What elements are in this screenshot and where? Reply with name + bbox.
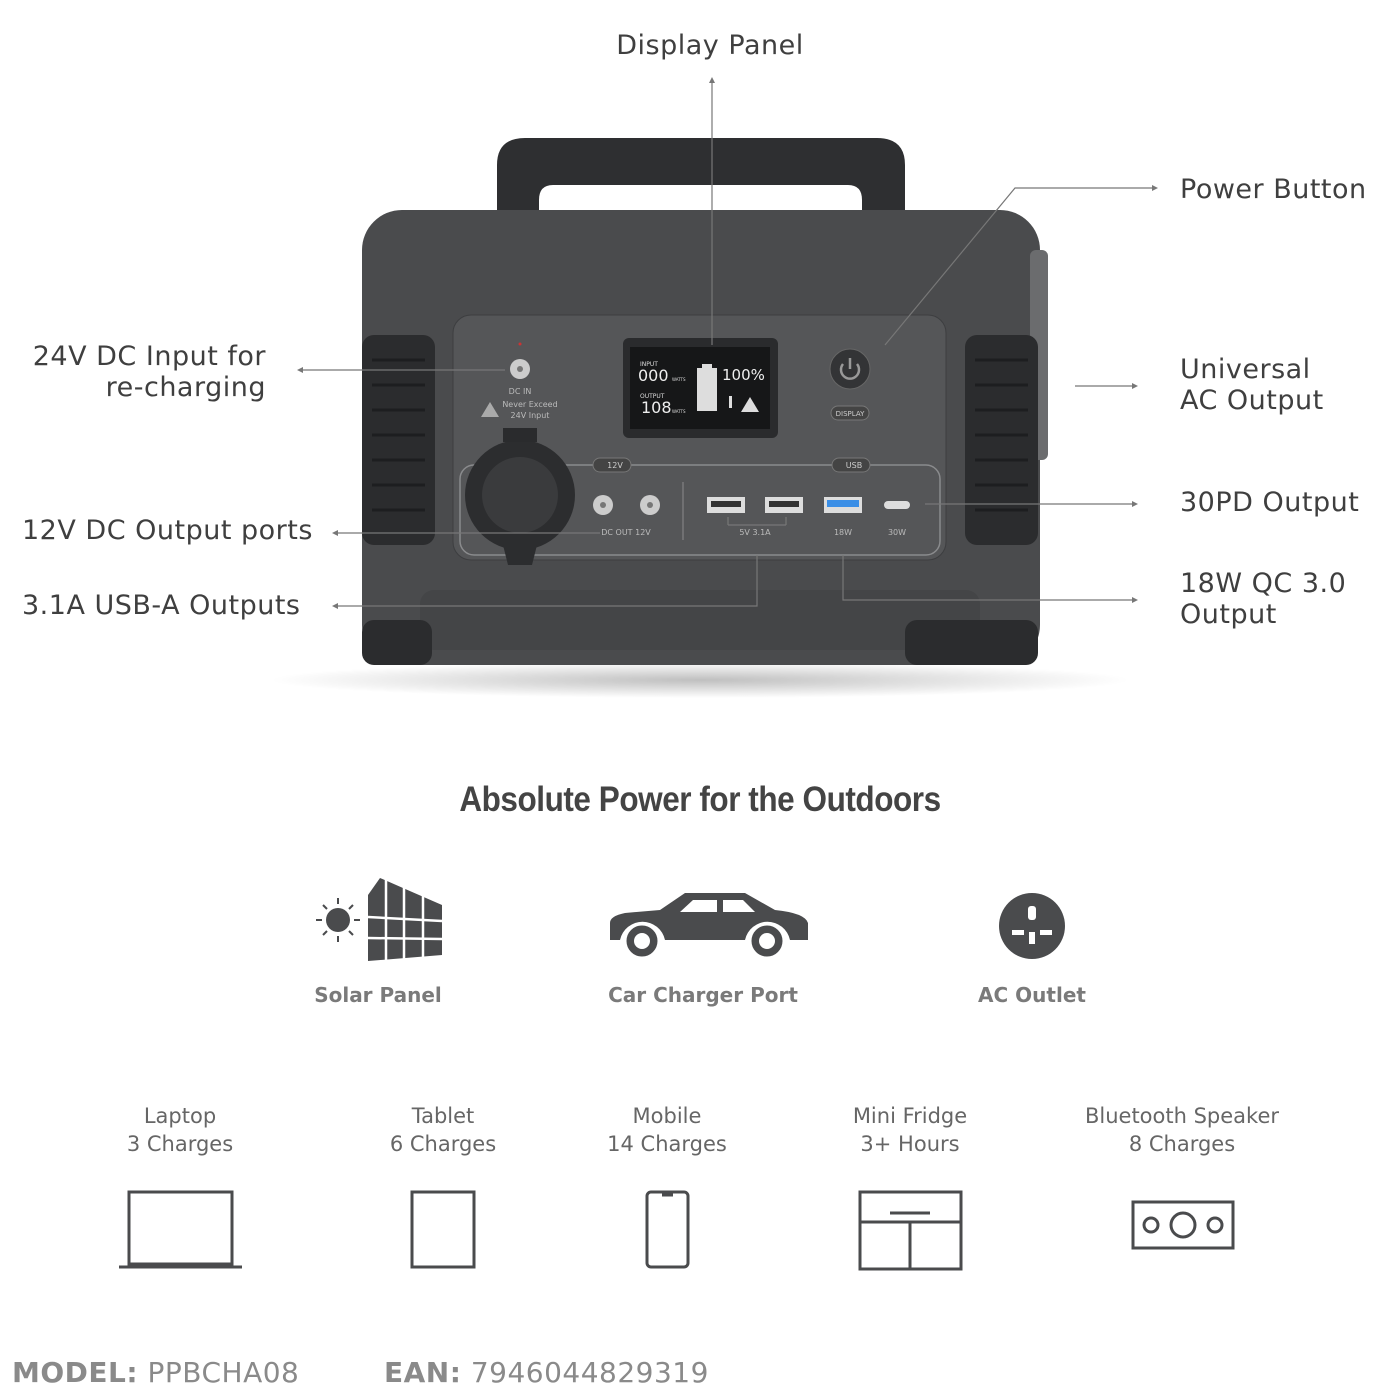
display-button	[830, 405, 870, 421]
svg-text:WATTS: WATTS	[672, 409, 686, 414]
tablet-icon	[410, 1190, 476, 1269]
charging-method-label: Car Charger Port	[608, 983, 798, 1007]
charging-method-label: AC Outlet	[978, 983, 1086, 1007]
usb-c-port	[884, 501, 910, 509]
svg-text:12V: 12V	[607, 461, 623, 470]
svg-text:DISPLAY: DISPLAY	[836, 410, 865, 418]
headline: Absolute Power for the Outdoors	[459, 780, 941, 819]
model-number: MODEL: PPBCHA08	[12, 1356, 300, 1389]
product-diagram: DC IN Never Exceed 24V Input DC OUT 12V …	[270, 77, 1158, 698]
callout-usb-a: 3.1A USB-A Outputs	[22, 590, 301, 621]
svg-text:DC OUT 12V: DC OUT 12V	[601, 528, 651, 537]
fridge-icon	[858, 1190, 963, 1271]
laptop-icon	[119, 1190, 242, 1269]
svg-text:30W: 30W	[888, 528, 906, 537]
carry-handle	[497, 138, 905, 230]
svg-text:OUTPUT: OUTPUT	[640, 393, 665, 400]
callout-dc-output: 12V DC Output ports	[22, 515, 313, 546]
svg-text:100%: 100%	[722, 366, 765, 384]
device-icons	[119, 1190, 1235, 1271]
warning-icon	[481, 402, 499, 417]
left-grip	[362, 335, 435, 545]
speaker-icon	[1131, 1200, 1235, 1250]
callout-power-button: Power Button	[1180, 174, 1367, 205]
svg-text:18W: 18W	[834, 528, 852, 537]
callout-pd-output: 30PD Output	[1180, 487, 1360, 518]
callout-lines	[300, 80, 1155, 607]
svg-text:WATTS: WATTS	[672, 377, 686, 382]
thermometer-icon	[729, 396, 732, 408]
svg-text:24V Input: 24V Input	[511, 411, 550, 420]
svg-text:5V 3.1A: 5V 3.1A	[739, 528, 771, 537]
mobile-icon	[645, 1190, 690, 1269]
device-shadow	[270, 662, 1130, 698]
ean-number: EAN: 7946044829319	[384, 1356, 709, 1389]
svg-text:108: 108	[641, 398, 672, 417]
ac-outlet-icon	[999, 893, 1065, 959]
svg-text:Never Exceed: Never Exceed	[502, 400, 557, 409]
svg-text:000: 000	[638, 366, 669, 385]
callout-display-panel: Display Panel	[616, 30, 804, 61]
svg-text:INPUT: INPUT	[640, 361, 658, 368]
battery-icon	[697, 368, 717, 411]
warning-icon	[741, 397, 759, 412]
svg-text:USB: USB	[846, 461, 862, 470]
solar-panel-icon	[316, 878, 443, 961]
dc-in-label: DC IN	[509, 387, 532, 396]
charging-method-label: Solar Panel	[314, 983, 442, 1007]
right-grip	[965, 335, 1038, 545]
car-icon	[610, 893, 808, 960]
